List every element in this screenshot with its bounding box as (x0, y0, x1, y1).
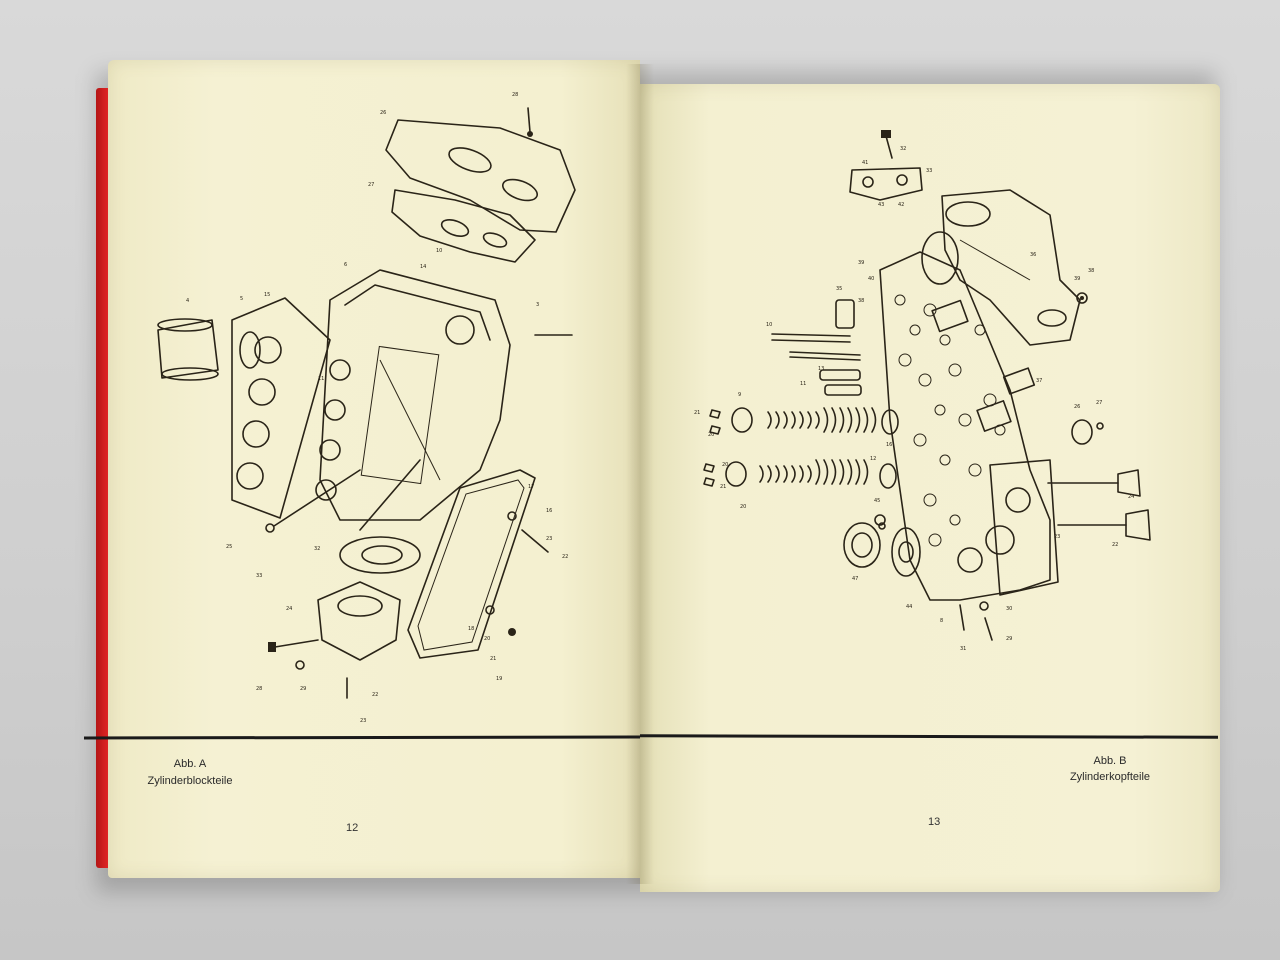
svg-text:23: 23 (360, 718, 366, 724)
svg-text:13: 13 (818, 366, 824, 372)
svg-text:40: 40 (868, 276, 874, 282)
svg-text:32: 32 (900, 146, 906, 152)
svg-text:23: 23 (1054, 534, 1060, 540)
gasket-plate-1 (385, 119, 576, 233)
pump-housing (317, 581, 401, 661)
svg-text:24: 24 (286, 606, 292, 612)
figure-label-b: Abb. B (1093, 755, 1127, 767)
svg-text:27: 27 (368, 182, 374, 188)
cylinder-head-diagram: 32 33 41 43 42 39 40 35 38 36 39 38 37 2… (694, 130, 1151, 652)
svg-text:28: 28 (256, 686, 262, 692)
svg-text:5: 5 (240, 296, 243, 302)
svg-text:33: 33 (926, 168, 932, 174)
svg-text:9: 9 (738, 392, 741, 398)
svg-text:17: 17 (528, 484, 534, 490)
svg-text:15: 15 (264, 292, 270, 298)
push-rod (771, 333, 851, 337)
sump-gasket (407, 469, 536, 659)
svg-text:26: 26 (1074, 404, 1080, 410)
head-ports (894, 294, 1006, 547)
tappet (835, 299, 855, 329)
valve-cotters (703, 409, 721, 487)
front-cover (339, 536, 421, 574)
svg-text:16: 16 (546, 508, 552, 514)
svg-text:27: 27 (1096, 400, 1102, 406)
svg-text:21: 21 (490, 656, 496, 662)
svg-text:29: 29 (300, 686, 306, 692)
bearing (1071, 419, 1093, 445)
svg-text:32: 32 (314, 546, 320, 552)
svg-text:30: 30 (1006, 606, 1012, 612)
svg-text:39: 39 (858, 260, 864, 266)
svg-text:11: 11 (318, 376, 324, 382)
svg-text:38: 38 (1088, 268, 1094, 274)
gasket-plate-2 (391, 189, 536, 263)
svg-text:22: 22 (562, 554, 568, 560)
pulley (843, 522, 881, 568)
svg-text:19: 19 (496, 676, 502, 682)
svg-text:6: 6 (344, 262, 347, 268)
head-gasket (231, 297, 331, 519)
svg-text:3: 3 (536, 302, 539, 308)
page-left (108, 60, 640, 878)
port-plate (976, 400, 1012, 432)
svg-text:42: 42 (898, 202, 904, 208)
svg-text:10: 10 (766, 322, 772, 328)
valve-spring-set-1 (731, 407, 899, 435)
svg-text:4: 4 (186, 298, 189, 304)
figure-label-a: Abb. A (173, 758, 207, 770)
svg-text:47: 47 (852, 576, 858, 582)
svg-text:24: 24 (1128, 494, 1134, 500)
svg-text:8: 8 (940, 618, 943, 624)
svg-text:31: 31 (960, 646, 966, 652)
svg-text:12: 12 (870, 456, 876, 462)
flange-gasket (891, 527, 921, 577)
svg-text:28: 28 (512, 92, 518, 98)
figure-caption-b: Zylinderkopfteile (1069, 771, 1151, 783)
svg-text:38: 38 (858, 298, 864, 304)
port-flange (921, 231, 959, 285)
page-number-left: 12 (346, 822, 359, 834)
oil-pipe (359, 459, 421, 531)
svg-text:16: 16 (886, 442, 892, 448)
svg-text:20: 20 (708, 432, 714, 438)
svg-text:21: 21 (694, 410, 700, 416)
svg-text:43: 43 (878, 202, 884, 208)
svg-text:22: 22 (1112, 542, 1118, 548)
svg-text:20: 20 (484, 636, 490, 642)
svg-text:26: 26 (380, 110, 386, 116)
cylinder-block-diagram: 26 28 27 10 14 6 4 5 15 11 3 25 33 32 17… (157, 92, 576, 724)
svg-text:21: 21 (720, 484, 726, 490)
cylinder-liner (157, 319, 219, 379)
svg-text:45: 45 (874, 498, 880, 504)
svg-text:22: 22 (372, 692, 378, 698)
svg-text:10: 10 (436, 248, 442, 254)
svg-text:23: 23 (546, 536, 552, 542)
svg-text:37: 37 (1036, 378, 1042, 384)
figure-caption-a: Zylinderblockteile (147, 775, 233, 787)
svg-text:44: 44 (906, 604, 912, 610)
svg-text:35: 35 (836, 286, 842, 292)
page-number-right: 13 (928, 816, 941, 828)
o-ring (239, 331, 261, 369)
svg-text:20: 20 (740, 504, 746, 510)
svg-text:18: 18 (468, 626, 474, 632)
svg-text:41: 41 (862, 160, 868, 166)
svg-text:36: 36 (1030, 252, 1036, 258)
svg-text:33: 33 (256, 573, 262, 579)
bracket (849, 167, 923, 201)
svg-text:25: 25 (226, 544, 232, 550)
page-right (640, 84, 1220, 892)
svg-text:11: 11 (800, 381, 806, 387)
exhaust-manifold (941, 189, 1081, 346)
svg-text:39: 39 (1074, 276, 1080, 282)
svg-text:20: 20 (722, 462, 728, 468)
svg-text:14: 14 (420, 264, 426, 270)
svg-text:29: 29 (1006, 636, 1012, 642)
valve-spring-set-2 (725, 459, 897, 489)
page-gutter (626, 64, 654, 884)
